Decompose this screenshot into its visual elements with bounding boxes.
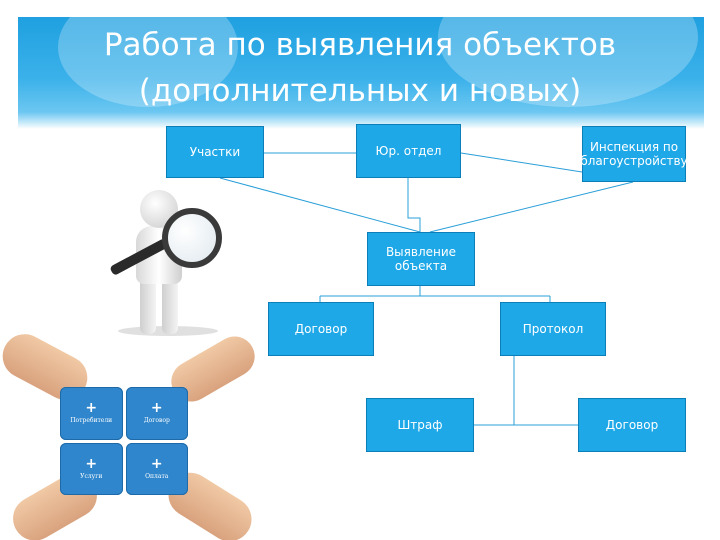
node-dogovor-2: Договор bbox=[578, 398, 686, 452]
node-uchastki: Участки bbox=[166, 126, 264, 178]
puzzle: +Потребители +Договор +Услуги +Оплата bbox=[60, 387, 188, 495]
connector bbox=[407, 178, 421, 232]
node-dogovor: Договор bbox=[268, 302, 374, 356]
puzzle-piece: +Договор bbox=[125, 387, 188, 440]
node-shtraf: Штраф bbox=[366, 398, 474, 452]
node-inspekciya: Инспекция по благоустройству bbox=[580, 126, 688, 182]
page-title: Работа по выявления объектов (дополнител… bbox=[0, 22, 720, 114]
puzzle-piece-label: Договор bbox=[143, 417, 170, 425]
puzzle-piece-label: Потребители bbox=[70, 417, 113, 425]
magnifier-person-icon bbox=[100, 190, 240, 340]
connector bbox=[219, 177, 421, 233]
puzzle-piece: +Услуги bbox=[60, 442, 123, 495]
title-line-1: Работа по выявления объектов bbox=[103, 27, 617, 63]
title-line-2: (дополнительных и новых) bbox=[138, 73, 582, 109]
node-yur-otdel: Юр. отдел bbox=[356, 124, 461, 178]
node-vyyavlenie: Выявление объекта bbox=[367, 232, 475, 286]
puzzle-piece: +Потребители bbox=[60, 387, 123, 440]
title-band bbox=[18, 17, 704, 129]
node-protokol: Протокол bbox=[500, 302, 606, 356]
connector bbox=[429, 181, 634, 233]
puzzle-hands-illustration: +Потребители +Договор +Услуги +Оплата bbox=[0, 326, 262, 540]
puzzle-piece-label: Оплата bbox=[145, 472, 169, 480]
puzzle-piece: +Оплата bbox=[125, 442, 188, 495]
connector bbox=[460, 152, 583, 173]
puzzle-piece-label: Услуги bbox=[80, 472, 103, 480]
